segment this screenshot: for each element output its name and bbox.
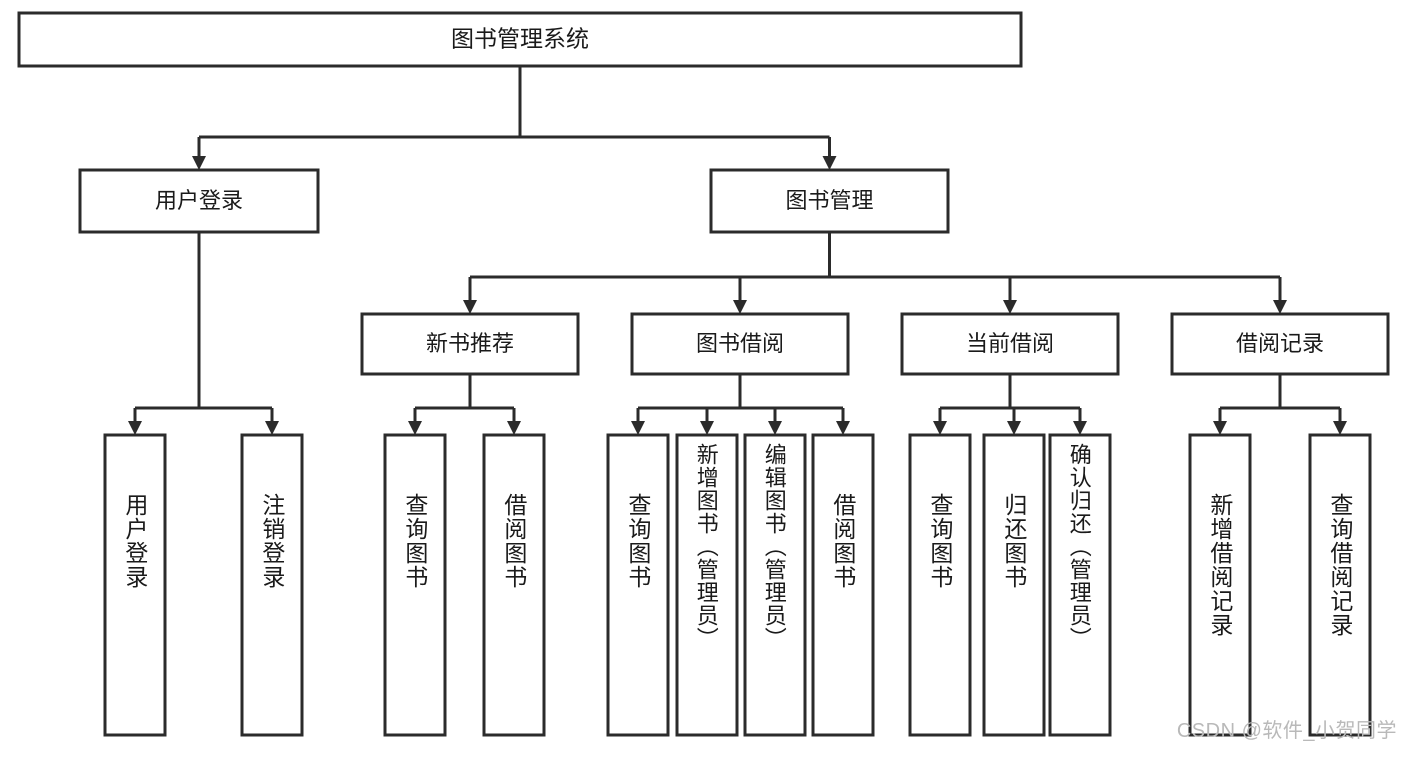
leaf-node-9-rect[interactable] <box>982 433 1046 737</box>
arrow-to-level2-0 <box>192 137 206 170</box>
level3-node-current-borrow[interactable]: 当前借阅 <box>900 312 1120 376</box>
root-node-book-management-system-rect[interactable] <box>17 11 1023 68</box>
leaf-node-4-rect[interactable] <box>606 433 670 737</box>
arrow-to-level2-1 <box>822 137 837 170</box>
diagram-canvas: 图书管理系统用户登录图书管理新书推荐图书借阅当前借阅借阅记录 用户登录注销登录查… <box>17 11 1397 742</box>
arrow-to-leaf-5 <box>700 408 714 435</box>
leaf-node-5-rect[interactable] <box>675 433 739 737</box>
level3-node-book-borrow[interactable]: 图书借阅 <box>630 312 850 376</box>
level3-node-current-borrow-rect[interactable] <box>900 312 1120 376</box>
leaf-node-2[interactable] <box>383 433 447 737</box>
arrow-to-leaf-0 <box>128 408 142 435</box>
arrow-to-leaf-11 <box>1213 408 1227 435</box>
level3-node-borrow-record-label: 借阅记录 <box>1236 331 1324 356</box>
leaf-node-0-rect[interactable] <box>103 433 167 737</box>
level2-node-book-management-label: 图书管理 <box>785 188 873 213</box>
arrow-to-leaf-10 <box>1073 408 1087 435</box>
leaf-node-7[interactable] <box>811 433 875 737</box>
leaf-node-8-rect[interactable] <box>908 433 972 737</box>
leaf-node-6[interactable] <box>743 433 807 737</box>
watermark-text: CSDN @软件_小贺同学 <box>1176 720 1397 742</box>
level3-node-current-borrow-label: 当前借阅 <box>966 331 1054 356</box>
arrow-to-level3-0 <box>463 277 477 314</box>
leaf-node-2-rect[interactable] <box>383 433 447 737</box>
arrow-to-leaf-8 <box>933 408 947 435</box>
arrow-to-leaf-2 <box>408 408 422 435</box>
level3-node-borrow-record-rect[interactable] <box>1170 312 1390 376</box>
arrow-to-leaf-1 <box>265 408 279 435</box>
level3-node-borrow-record[interactable]: 借阅记录 <box>1170 312 1390 376</box>
arrow-to-leaf-4 <box>631 408 645 435</box>
level2-node-book-management-rect[interactable] <box>709 168 950 234</box>
level2-node-user-login-rect[interactable] <box>78 168 320 234</box>
leaf-node-12-rect[interactable] <box>1308 433 1372 737</box>
leaf-node-3[interactable] <box>482 433 546 737</box>
leaf-node-3-rect[interactable] <box>482 433 546 737</box>
level2-node-user-login[interactable]: 用户登录 <box>78 168 320 234</box>
root-node-book-management-system-label: 图书管理系统 <box>451 26 589 52</box>
arrow-to-level3-2 <box>1003 277 1017 314</box>
level3-node-book-borrow-rect[interactable] <box>630 312 850 376</box>
leaf-node-8[interactable] <box>908 433 972 737</box>
leaf-node-5[interactable] <box>675 433 739 737</box>
leaf-node-1-rect[interactable] <box>240 433 304 737</box>
level2-node-user-login-label: 用户登录 <box>155 188 243 213</box>
arrow-to-leaf-9 <box>1007 408 1021 435</box>
leaf-node-4[interactable] <box>606 433 670 737</box>
arrow-to-level3-3 <box>1273 277 1287 314</box>
leaf-node-9[interactable] <box>982 433 1046 737</box>
leaf-node-11-rect[interactable] <box>1188 433 1252 737</box>
arrow-to-leaf-6 <box>768 408 782 435</box>
level3-node-new-book-recommend[interactable]: 新书推荐 <box>360 312 580 376</box>
arrow-to-leaf-3 <box>507 408 521 435</box>
leaf-node-0[interactable] <box>103 433 167 737</box>
arrow-to-leaf-12 <box>1333 408 1347 435</box>
arrow-to-level3-1 <box>733 277 747 314</box>
arrow-to-leaf-7 <box>836 408 850 435</box>
level3-node-book-borrow-label: 图书借阅 <box>696 331 784 356</box>
leaf-node-7-rect[interactable] <box>811 433 875 737</box>
level3-node-new-book-recommend-rect[interactable] <box>360 312 580 376</box>
leaf-node-1[interactable] <box>240 433 304 737</box>
connector-layer <box>128 66 1347 435</box>
leaf-node-11[interactable] <box>1188 433 1252 737</box>
root-node-book-management-system[interactable]: 图书管理系统 <box>17 11 1023 68</box>
level3-node-new-book-recommend-label: 新书推荐 <box>426 331 514 356</box>
leaf-node-12[interactable] <box>1308 433 1372 737</box>
level2-node-book-management[interactable]: 图书管理 <box>709 168 950 234</box>
leaf-node-6-rect[interactable] <box>743 433 807 737</box>
leaf-node-10[interactable] <box>1048 433 1112 737</box>
leaf-node-10-rect[interactable] <box>1048 433 1112 737</box>
